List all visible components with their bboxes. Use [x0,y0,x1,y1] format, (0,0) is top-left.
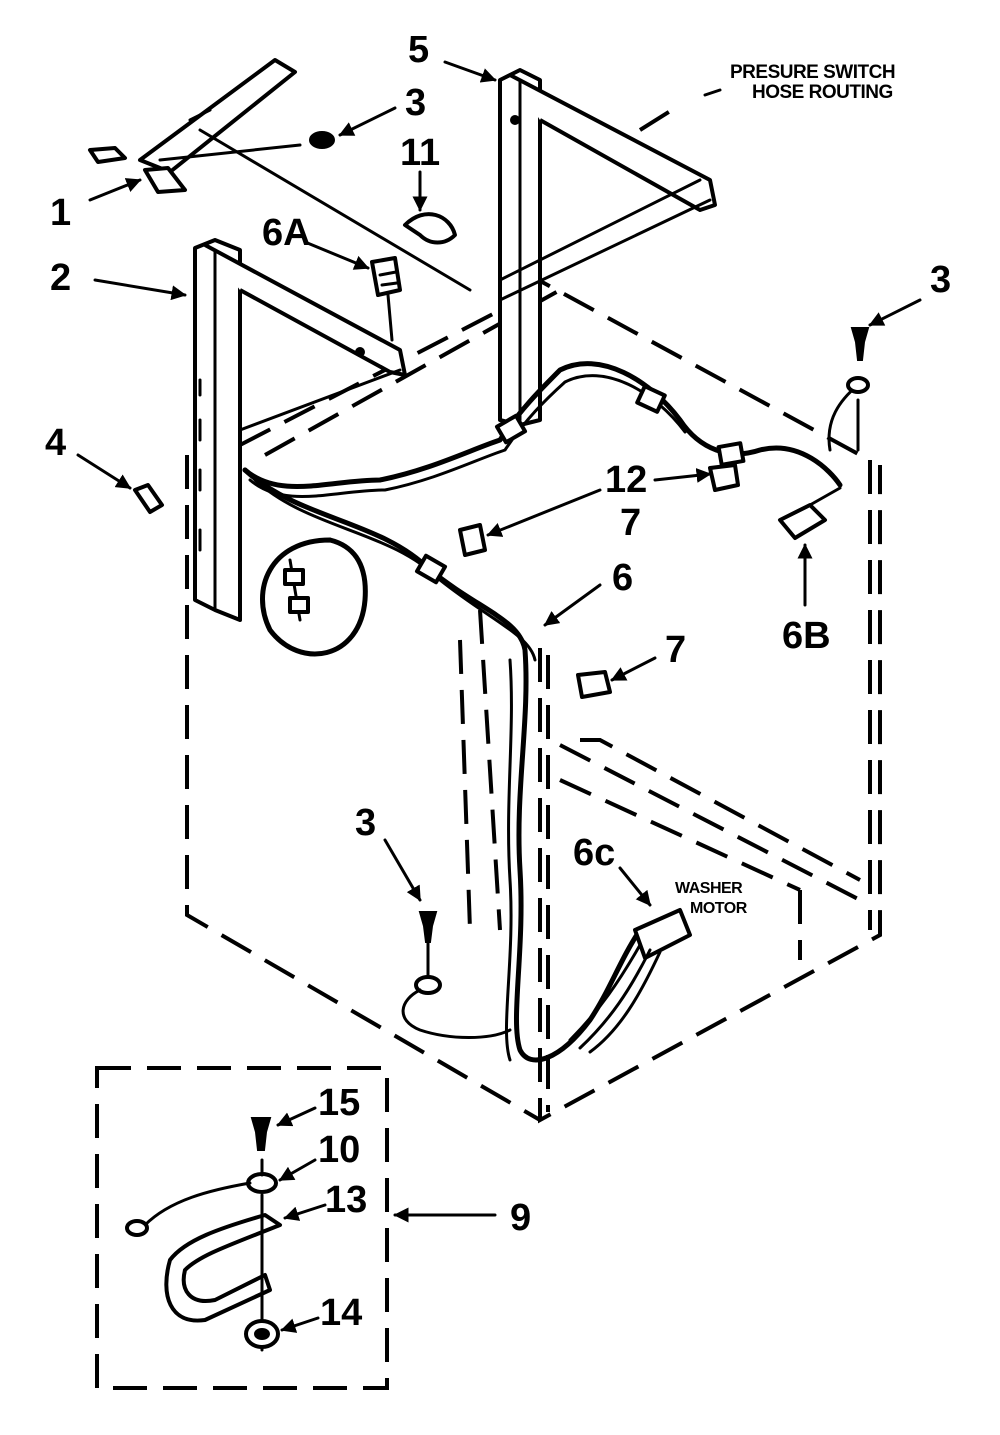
callout-12: 12 [605,459,647,501]
callout-6b: 6B [782,615,831,657]
right-frame [498,68,722,427]
callout-3-right: 3 [930,259,951,301]
pressure-switch-note-line2: HOSE ROUTING [752,82,893,103]
washer-motor-note-line1: WASHER [675,880,743,897]
callout-6: 6 [612,557,633,599]
callout-7-upper: 7 [620,502,641,544]
callout-6c: 6c [573,832,615,874]
callout-14: 14 [320,1292,362,1334]
callout-3-bottom: 3 [355,802,376,844]
pressure-switch-note-line1: PRESURE SWITCH [730,62,895,83]
connector-6b [778,486,842,540]
callout-7-lower: 7 [665,629,686,671]
callout-4: 4 [45,422,66,464]
connector-6c [568,908,692,1054]
text-notes: PRESURE SWITCH HOSE ROUTING WASHER MOTOR [675,62,896,917]
washer-motor-note-line2: MOTOR [690,900,748,917]
callout-10: 10 [318,1129,360,1171]
callout-6a: 6A [262,212,311,254]
callout-11: 11 [400,132,440,174]
callout-15: 15 [318,1082,360,1124]
callout-3-top: 3 [405,82,426,124]
ground-wire-bottom [401,938,512,1039]
callout-13: 13 [325,1179,367,1221]
callout-9: 9 [510,1197,531,1239]
callout-2: 2 [50,257,71,299]
wire-harness [242,361,870,1063]
inset-ground-kit [95,1066,389,1390]
clip-11 [403,212,457,245]
leader-lines [76,60,922,1333]
connector-6a [370,256,402,342]
callout-5: 5 [408,29,429,71]
callout-labels: 1 2 3 11 5 6A 3 4 12 7 6B 6 7 3 6c 15 10… [45,29,951,1334]
callout-1: 1 [50,192,71,234]
screws [133,131,870,943]
top-bracket [88,58,472,292]
left-frame [193,238,407,622]
